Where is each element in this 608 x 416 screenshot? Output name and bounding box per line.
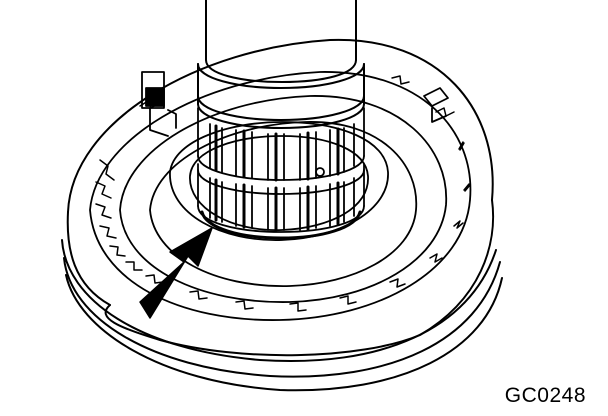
lower-spline-gear: [197, 163, 365, 240]
upper-spline-gear: [197, 107, 365, 182]
outer-drum: [61, 38, 503, 392]
shaft: [205, 0, 357, 83]
figure-code: GC0248: [504, 384, 586, 407]
spring-segments: [95, 75, 471, 312]
pointer-arrow: [139, 227, 213, 319]
shaft-collar: [197, 63, 365, 129]
right-lug: [423, 87, 449, 123]
retaining-tab: [141, 71, 177, 137]
